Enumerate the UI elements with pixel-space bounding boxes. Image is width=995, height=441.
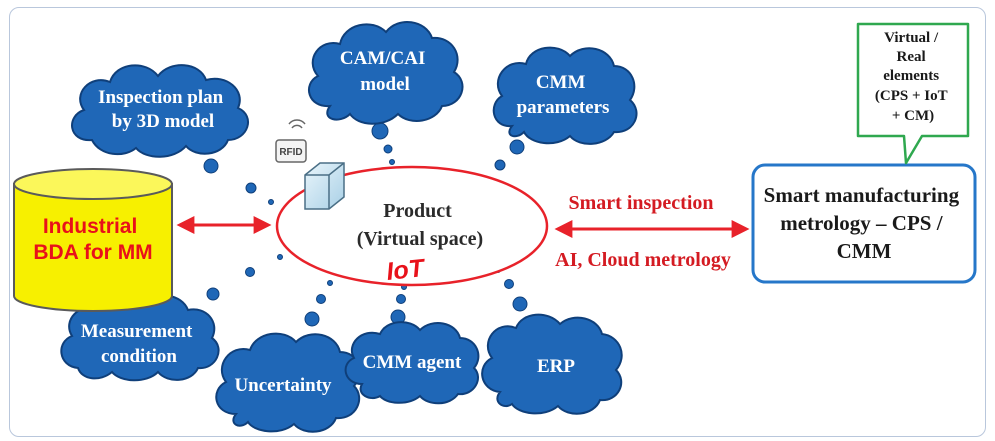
callout-line4: (CPS + IoT [875,88,948,104]
connector-dot [206,287,220,301]
connector-dot [504,279,514,289]
connector-dot [203,158,219,174]
cloud-uncertainty: Uncertainty [215,332,361,433]
svg-text:Uncertainty: Uncertainty [234,375,332,396]
cloud-measurement-condition: Measurement condition [60,294,220,382]
connector-dot [304,311,320,327]
connector-dot [512,296,528,312]
svg-text:Inspection plan by 3D mo: Inspection plan by 3D model [98,87,228,132]
cloud-cmm-parameters-line1: CMM [536,72,586,93]
connector-dot [316,294,326,304]
smm-line3: CMM [837,239,892,263]
connector-dot [371,122,389,140]
cloud-cam-cai-line1: CAM/CAI [340,48,426,69]
svg-text:CAM/CAI model: CAM/CAI model [340,48,430,95]
ai-cloud-metrology-label: AI, Cloud metrology [555,249,731,271]
cloud-cam-cai-line2: model [360,74,410,95]
cloud-erp-line1: ERP [537,356,575,377]
cloud-uncertainty-line1: Uncertainty [234,375,332,396]
svg-text:Measurement condition: Measurement condition [81,321,197,367]
cloud-cmm-parameters: CMM parameters [492,46,638,145]
smart-inspection-label: Smart inspection [569,192,714,214]
connector-dots [203,122,528,327]
cloud-inspection-plan-line2: by 3D model [112,111,214,132]
cloud-inspection-plan: Inspection plan by 3D model [71,64,249,158]
product-line1: Product [383,200,452,222]
svg-text:CMM agent: CMM agent [363,352,462,373]
cloud-cmm-parameters-line2: parameters [517,97,610,118]
svg-text:Product (Virtual space): Product (Virtual space) [357,200,483,250]
bda-line2: BDA for MM [33,241,152,264]
svg-text:Industrial BDA for MM: Industrial BDA for MM [33,215,152,264]
smm-box: Smart manufacturing metrology – CPS / CM… [751,163,977,284]
cloud-cam-cai: CAM/CAI model [308,20,464,125]
callout-line5: + CM) [892,108,934,124]
callout-line1: Virtual / [884,30,939,46]
connector-dot [327,280,333,286]
svg-text:ERP: ERP [537,356,575,377]
connector-dot [494,159,506,171]
callout-box: Virtual / Real elements (CPS + IoT + CM) [856,22,970,165]
rfid-label: RFID [279,147,302,158]
bda-cylinder: Industrial BDA for MM [13,168,173,312]
iot-tag: IoT [385,254,428,286]
smm-line2: metrology – CPS / [780,211,944,235]
connector-dot [245,267,255,277]
connector-dot [383,144,393,154]
smm-line1: Smart manufacturing [764,183,960,207]
connector-dot [509,139,525,155]
connector-dot [268,199,274,205]
callout-line2: Real [897,49,926,65]
rfid-cube-icon: RFID [275,119,345,210]
cloud-cmm-agent-line1: CMM agent [363,352,462,373]
cloud-cmm-agent: CMM agent [344,321,480,405]
svg-text:Virtual / Real ele: Virtual / Real elements (CPS + IoT + CM) [875,30,951,124]
connector-dot [277,254,283,260]
svg-text:Smart manufacturing metr: Smart manufacturing metrology – CPS / CM… [764,183,965,263]
connector-dot [396,294,406,304]
bda-line1: Industrial [43,215,138,238]
cloud-inspection-plan-line1: Inspection plan [98,87,224,108]
callout-line3: elements [883,68,939,84]
cloud-erp: ERP [481,313,623,415]
connector-dot [245,182,257,194]
svg-text:CMM parameters: CMM parameters [517,72,610,118]
product-line2: (Virtual space) [357,228,483,250]
cloud-measurement-line2: condition [101,346,177,367]
connector-dot [389,159,395,165]
cloud-measurement-line1: Measurement [81,321,193,342]
